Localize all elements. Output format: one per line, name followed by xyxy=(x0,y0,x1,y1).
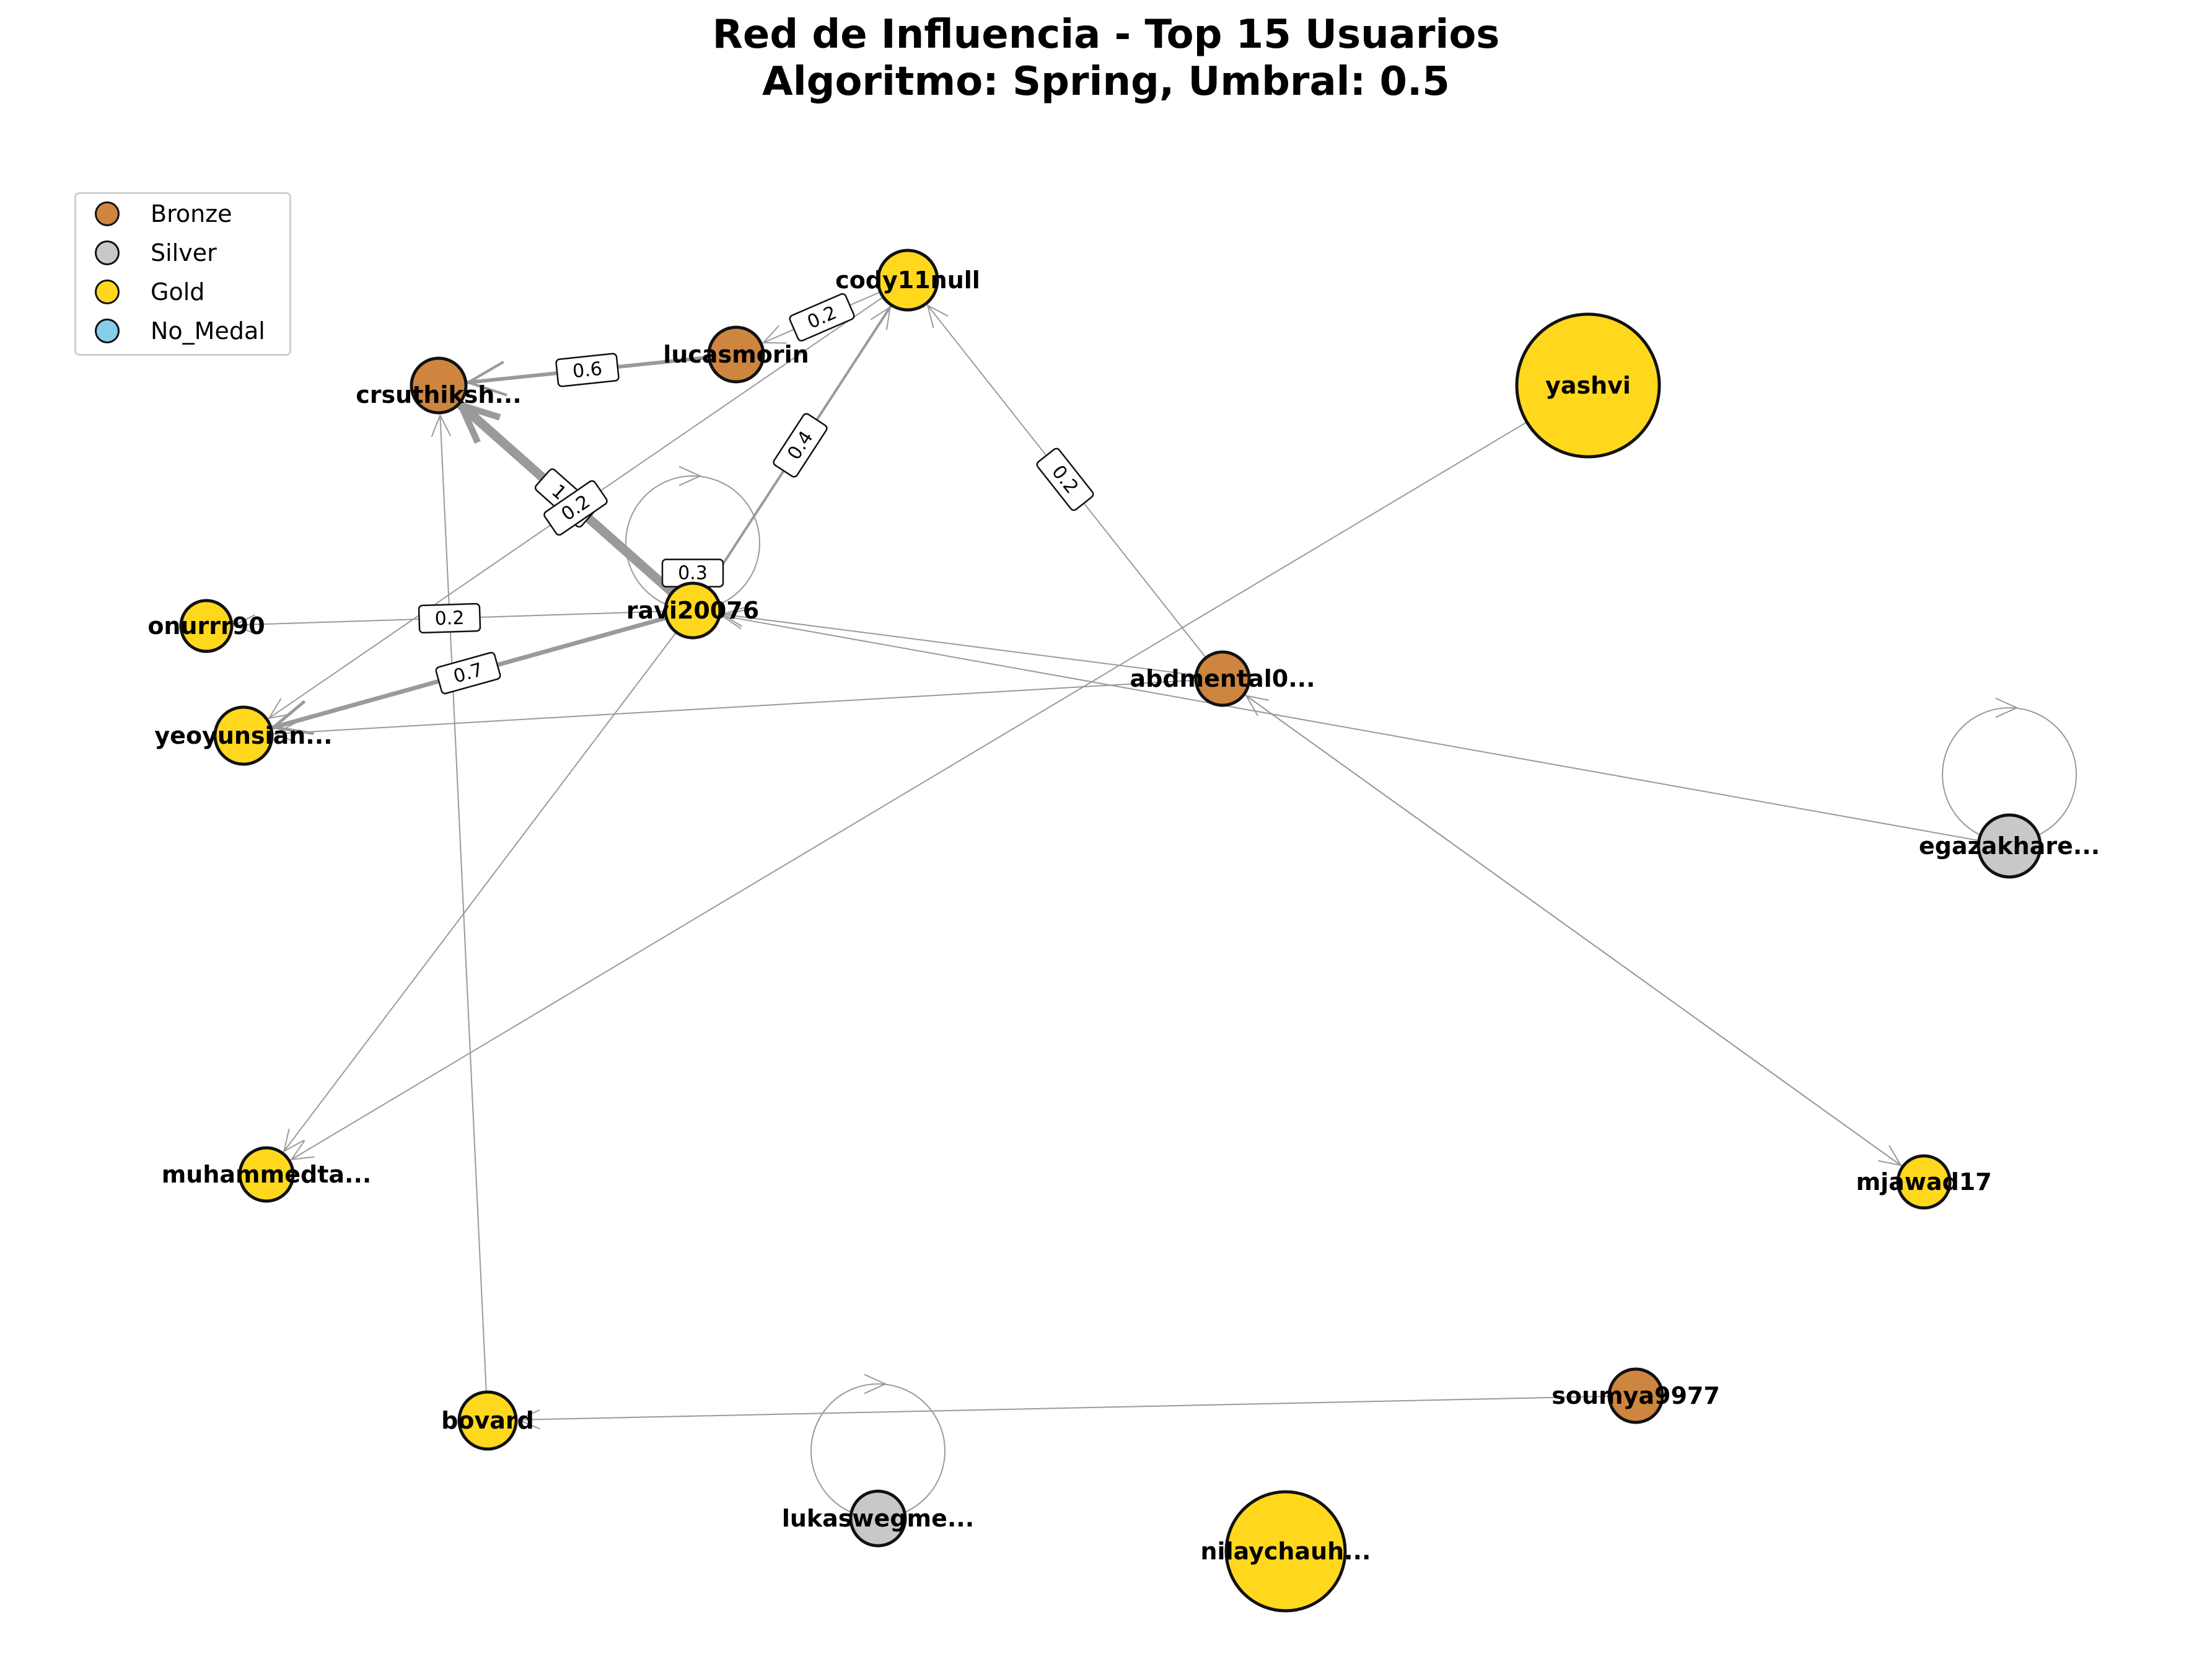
edge-arrowhead xyxy=(273,722,297,743)
node-label-sou: soumya9977 xyxy=(1551,1382,1720,1409)
edge-arrowhead xyxy=(1995,697,2019,718)
edge-arrowhead xyxy=(465,361,507,397)
legend-label-gold: Gold xyxy=(151,278,205,306)
node-yeo xyxy=(213,705,274,766)
nodes-layer xyxy=(179,249,2042,1613)
node-luk xyxy=(849,1489,907,1548)
node-label-nil: nilaychauh... xyxy=(1201,1538,1371,1565)
edge-weight-text: 0.2 xyxy=(434,607,465,630)
edge-arrowhead xyxy=(232,614,256,635)
node-label-abd: abdmental0... xyxy=(1130,665,1315,692)
edge-weight-label: 0.6 xyxy=(555,353,620,387)
edge-arrowhead xyxy=(678,465,702,487)
node-label-mja: mjawad17 xyxy=(1856,1168,1991,1196)
edge-weight-box xyxy=(773,413,828,478)
node-label-bov: bovard xyxy=(441,1407,534,1434)
node-mja xyxy=(1896,1154,1952,1210)
node-yashvi xyxy=(1515,312,1661,459)
edge-arrowhead xyxy=(268,698,292,720)
edge-weight-box xyxy=(555,353,620,387)
node-bov xyxy=(457,1390,518,1451)
edge-weight-box xyxy=(418,602,481,634)
node-label-yeo: yeoyunsian... xyxy=(154,722,332,749)
legend-item-gold: Gold xyxy=(76,272,289,311)
node-label-lucas: lucasmorin xyxy=(663,341,809,368)
edge-line xyxy=(273,679,1197,735)
chart-title: Red de Influencia - Top 15 Usuarios Algo… xyxy=(0,11,2212,105)
node-crsu xyxy=(410,356,468,415)
legend-item-bronze: Bronze xyxy=(76,194,289,233)
edge-weight-text: 0.6 xyxy=(572,358,603,383)
edge-weight-label: 0.4 xyxy=(773,413,828,478)
edge-line xyxy=(721,615,1980,842)
edge-line xyxy=(1243,694,1902,1166)
node-onur xyxy=(179,599,234,653)
edge-arrowhead xyxy=(761,325,787,344)
node-label-cody: cody11null xyxy=(835,267,980,294)
edge-arrowhead xyxy=(431,413,452,437)
edge-arrowhead xyxy=(290,1140,315,1161)
node-label-ravi: ravi20076 xyxy=(626,597,759,624)
edge-arrowhead xyxy=(1877,1145,1902,1166)
node-nil xyxy=(1224,1490,1347,1613)
edge-line xyxy=(721,614,1197,676)
node-labels-layer: cody11null lucasmorin crsuthiksh... yashvi r… xyxy=(147,267,2100,1565)
legend-swatch-bronze xyxy=(95,201,120,226)
edge-arrowhead xyxy=(721,607,745,627)
node-cody xyxy=(876,249,939,312)
legend-swatch-gold xyxy=(95,279,120,304)
edge-arrowhead xyxy=(517,1409,540,1430)
node-ravi xyxy=(664,581,722,640)
edge-weight-box xyxy=(435,651,501,695)
node-label-muh: muhammedta... xyxy=(162,1161,372,1188)
title-line-2: Algoritmo: Spring, Umbral: 0.5 xyxy=(762,59,1450,105)
legend-label-no-medal: No_Medal xyxy=(151,317,265,345)
edge-line xyxy=(283,632,677,1152)
node-label-luk: lukaswegme... xyxy=(782,1505,974,1532)
title-line-1: Red de Influencia - Top 15 Usuarios xyxy=(712,12,1500,58)
edge-line xyxy=(517,1395,1610,1421)
edge-line xyxy=(439,414,487,1393)
edges-layer xyxy=(232,291,2077,1518)
edge-weight-text: 0.3 xyxy=(678,563,708,584)
node-lucas xyxy=(707,325,765,384)
edge-weight-box xyxy=(1036,447,1094,511)
node-sou xyxy=(1607,1367,1664,1424)
legend-swatch-silver xyxy=(95,240,120,265)
legend-label-silver: Silver xyxy=(151,239,217,267)
edge-weight-label: 0.3 xyxy=(661,558,724,588)
node-muh xyxy=(238,1146,295,1203)
edge-line xyxy=(291,421,1528,1160)
edge-arrowhead xyxy=(720,609,745,630)
node-abd xyxy=(1194,650,1251,707)
node-label-crsu: crsuthiksh... xyxy=(356,381,521,408)
legend-label-bronze: Bronze xyxy=(151,200,232,227)
edge-weight-label: 0.2 xyxy=(418,602,481,634)
node-label-yashvi: yashvi xyxy=(1545,372,1631,399)
node-ega xyxy=(1977,813,2042,879)
edge-arrowhead xyxy=(926,304,949,328)
legend-item-silver: Silver xyxy=(76,233,289,272)
edge-arrowhead xyxy=(870,306,891,330)
edge-weight-label: 0.2 xyxy=(1036,447,1094,511)
edge-arrowhead xyxy=(283,1128,305,1153)
edge-labels-layer: 0.60.20.40.21.50.20.20.70.3 xyxy=(418,293,1094,695)
edge-weight-label: 0.2 xyxy=(789,293,855,342)
edge-arrowhead xyxy=(864,1373,887,1394)
edge-weight-box xyxy=(789,293,855,342)
edge-arrowhead xyxy=(270,700,314,735)
edge-arrowhead xyxy=(455,400,501,444)
legend-item-no-medal: No_Medal xyxy=(76,311,289,350)
legend-swatch-no-medal xyxy=(95,318,120,343)
edge-weight-box xyxy=(543,480,608,536)
legend: Bronze Silver Gold No_Medal xyxy=(74,192,291,356)
edge-weight-label: 0.7 xyxy=(435,651,501,695)
node-label-onur: onurrr90 xyxy=(147,612,265,640)
node-label-ega: egazakhare... xyxy=(1919,832,2100,860)
